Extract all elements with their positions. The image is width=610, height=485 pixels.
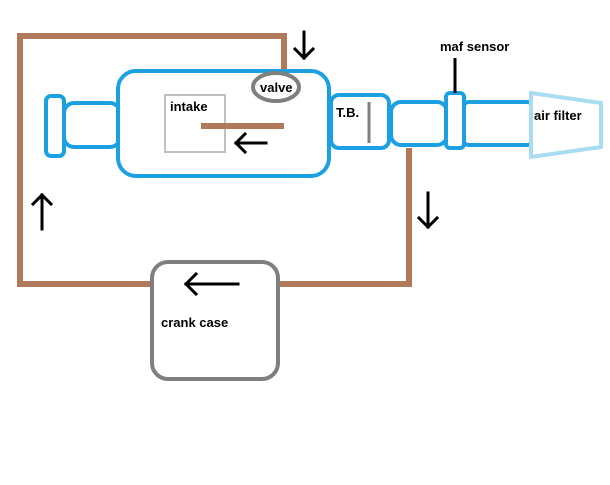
maf-sensor-housing: [444, 91, 466, 150]
intake-end-cap: [44, 94, 66, 158]
arrow-left-icon: [183, 271, 240, 297]
arrow-down-icon: [416, 191, 440, 230]
arrow-up-icon: [30, 192, 54, 231]
intake-runner: [62, 101, 122, 149]
maf-sensor-label: maf sensor: [440, 39, 509, 54]
intake-tube-section-1: [389, 100, 449, 147]
intake-label: intake: [170, 99, 208, 114]
pcv-valve: [251, 71, 301, 103]
throttle-body-label: T.B.: [336, 105, 359, 120]
arrow-down-icon: [292, 30, 316, 61]
arrow-left-icon: [233, 131, 268, 155]
throttle-body: [329, 93, 391, 150]
air-filter-label: air filter: [534, 108, 582, 123]
valve-label: valve: [260, 80, 293, 95]
intake-tube-section-2: [461, 100, 535, 147]
crank-case: [150, 260, 280, 381]
breather-hose-right: [278, 148, 412, 287]
air-filter: [529, 90, 603, 160]
crank-case-label: crank case: [161, 315, 228, 330]
